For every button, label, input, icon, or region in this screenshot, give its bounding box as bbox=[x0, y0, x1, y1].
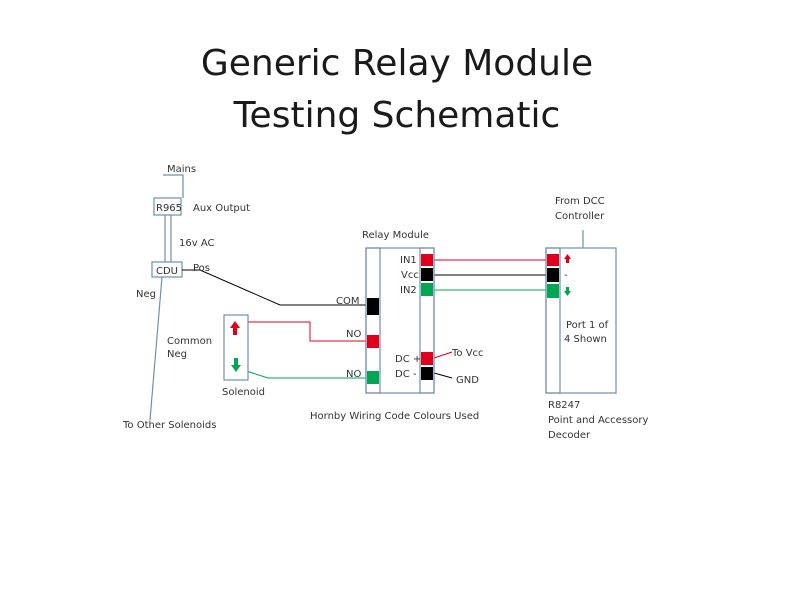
neg-wire bbox=[149, 276, 163, 421]
black-wires bbox=[182, 269, 548, 379]
common-neg-label-2: Neg bbox=[167, 349, 187, 360]
pos-label: Pos bbox=[193, 263, 210, 274]
port-label-1: Port 1 of bbox=[566, 320, 609, 331]
no-bottom-label: NO bbox=[346, 369, 361, 380]
r965-box bbox=[153, 197, 182, 216]
relay-module-right-strip bbox=[419, 247, 435, 394]
dc-plus-label: DC + bbox=[395, 354, 421, 365]
in2-label: IN2 bbox=[400, 285, 417, 296]
in2-terminal bbox=[421, 283, 433, 296]
relay-module-left-strip bbox=[365, 247, 381, 394]
com-label: COM bbox=[336, 296, 359, 307]
decoder-label-1: R8247 bbox=[548, 400, 580, 411]
decoder-green-terminal bbox=[547, 284, 559, 298]
ac-label: 16v AC bbox=[179, 238, 214, 249]
mains-wire bbox=[163, 174, 184, 198]
dc-plus-terminal bbox=[421, 352, 433, 365]
solenoid-red-arrow-icon bbox=[230, 321, 240, 335]
wiring-note: Hornby Wiring Code Colours Used bbox=[310, 411, 479, 422]
cdu-label: CDU bbox=[156, 266, 178, 277]
solenoid-label: Solenoid bbox=[222, 387, 265, 398]
decoder-red-arrow-icon bbox=[564, 254, 571, 263]
common-neg-label-1: Common bbox=[167, 336, 212, 347]
power-wires bbox=[149, 174, 584, 421]
title-line-2: Testing Schematic bbox=[233, 95, 561, 136]
decoder-label-3: Decoder bbox=[548, 430, 591, 441]
decoder-black-terminal bbox=[547, 268, 559, 282]
com-terminal bbox=[367, 298, 379, 315]
from-dcc-label-1: From DCC bbox=[555, 196, 605, 207]
decoder-green-arrow-icon bbox=[564, 287, 571, 296]
port-label-2: 4 Shown bbox=[564, 334, 607, 345]
title-line-1: Generic Relay Module bbox=[200, 43, 594, 84]
r965-label: R965 bbox=[156, 203, 182, 214]
gnd-wire bbox=[433, 372, 453, 379]
to-vcc-wire bbox=[433, 351, 453, 359]
in1-terminal bbox=[421, 254, 433, 266]
solenoid-green-arrow-icon bbox=[231, 358, 241, 372]
in1-label: IN1 bbox=[400, 255, 417, 266]
vcc-label: Vcc bbox=[401, 270, 419, 281]
decoder-minus-label: - bbox=[564, 270, 568, 281]
from-dcc-label-2: Controller bbox=[555, 211, 605, 222]
neg-label: Neg bbox=[136, 289, 156, 300]
to-other-solenoids-label: To Other Solenoids bbox=[122, 420, 216, 431]
decoder-red-terminal bbox=[547, 254, 559, 266]
aux-output-label: Aux Output bbox=[193, 203, 250, 214]
mains-label: Mains bbox=[167, 164, 196, 175]
decoder-label-2: Point and Accessory bbox=[548, 415, 648, 426]
pos-to-com-wire bbox=[182, 269, 372, 306]
to-vcc-label: To Vcc bbox=[451, 348, 484, 359]
gnd-label: GND bbox=[456, 375, 479, 386]
dc-minus-label: DC - bbox=[395, 369, 417, 380]
relay-module-label: Relay Module bbox=[362, 230, 429, 241]
no-top-label: NO bbox=[346, 329, 361, 340]
no-terminal-green bbox=[367, 371, 379, 384]
decoder-left-strip bbox=[545, 247, 561, 394]
vcc-terminal bbox=[421, 268, 433, 281]
dc-minus-terminal bbox=[421, 367, 433, 380]
no-terminal-red bbox=[367, 335, 379, 348]
